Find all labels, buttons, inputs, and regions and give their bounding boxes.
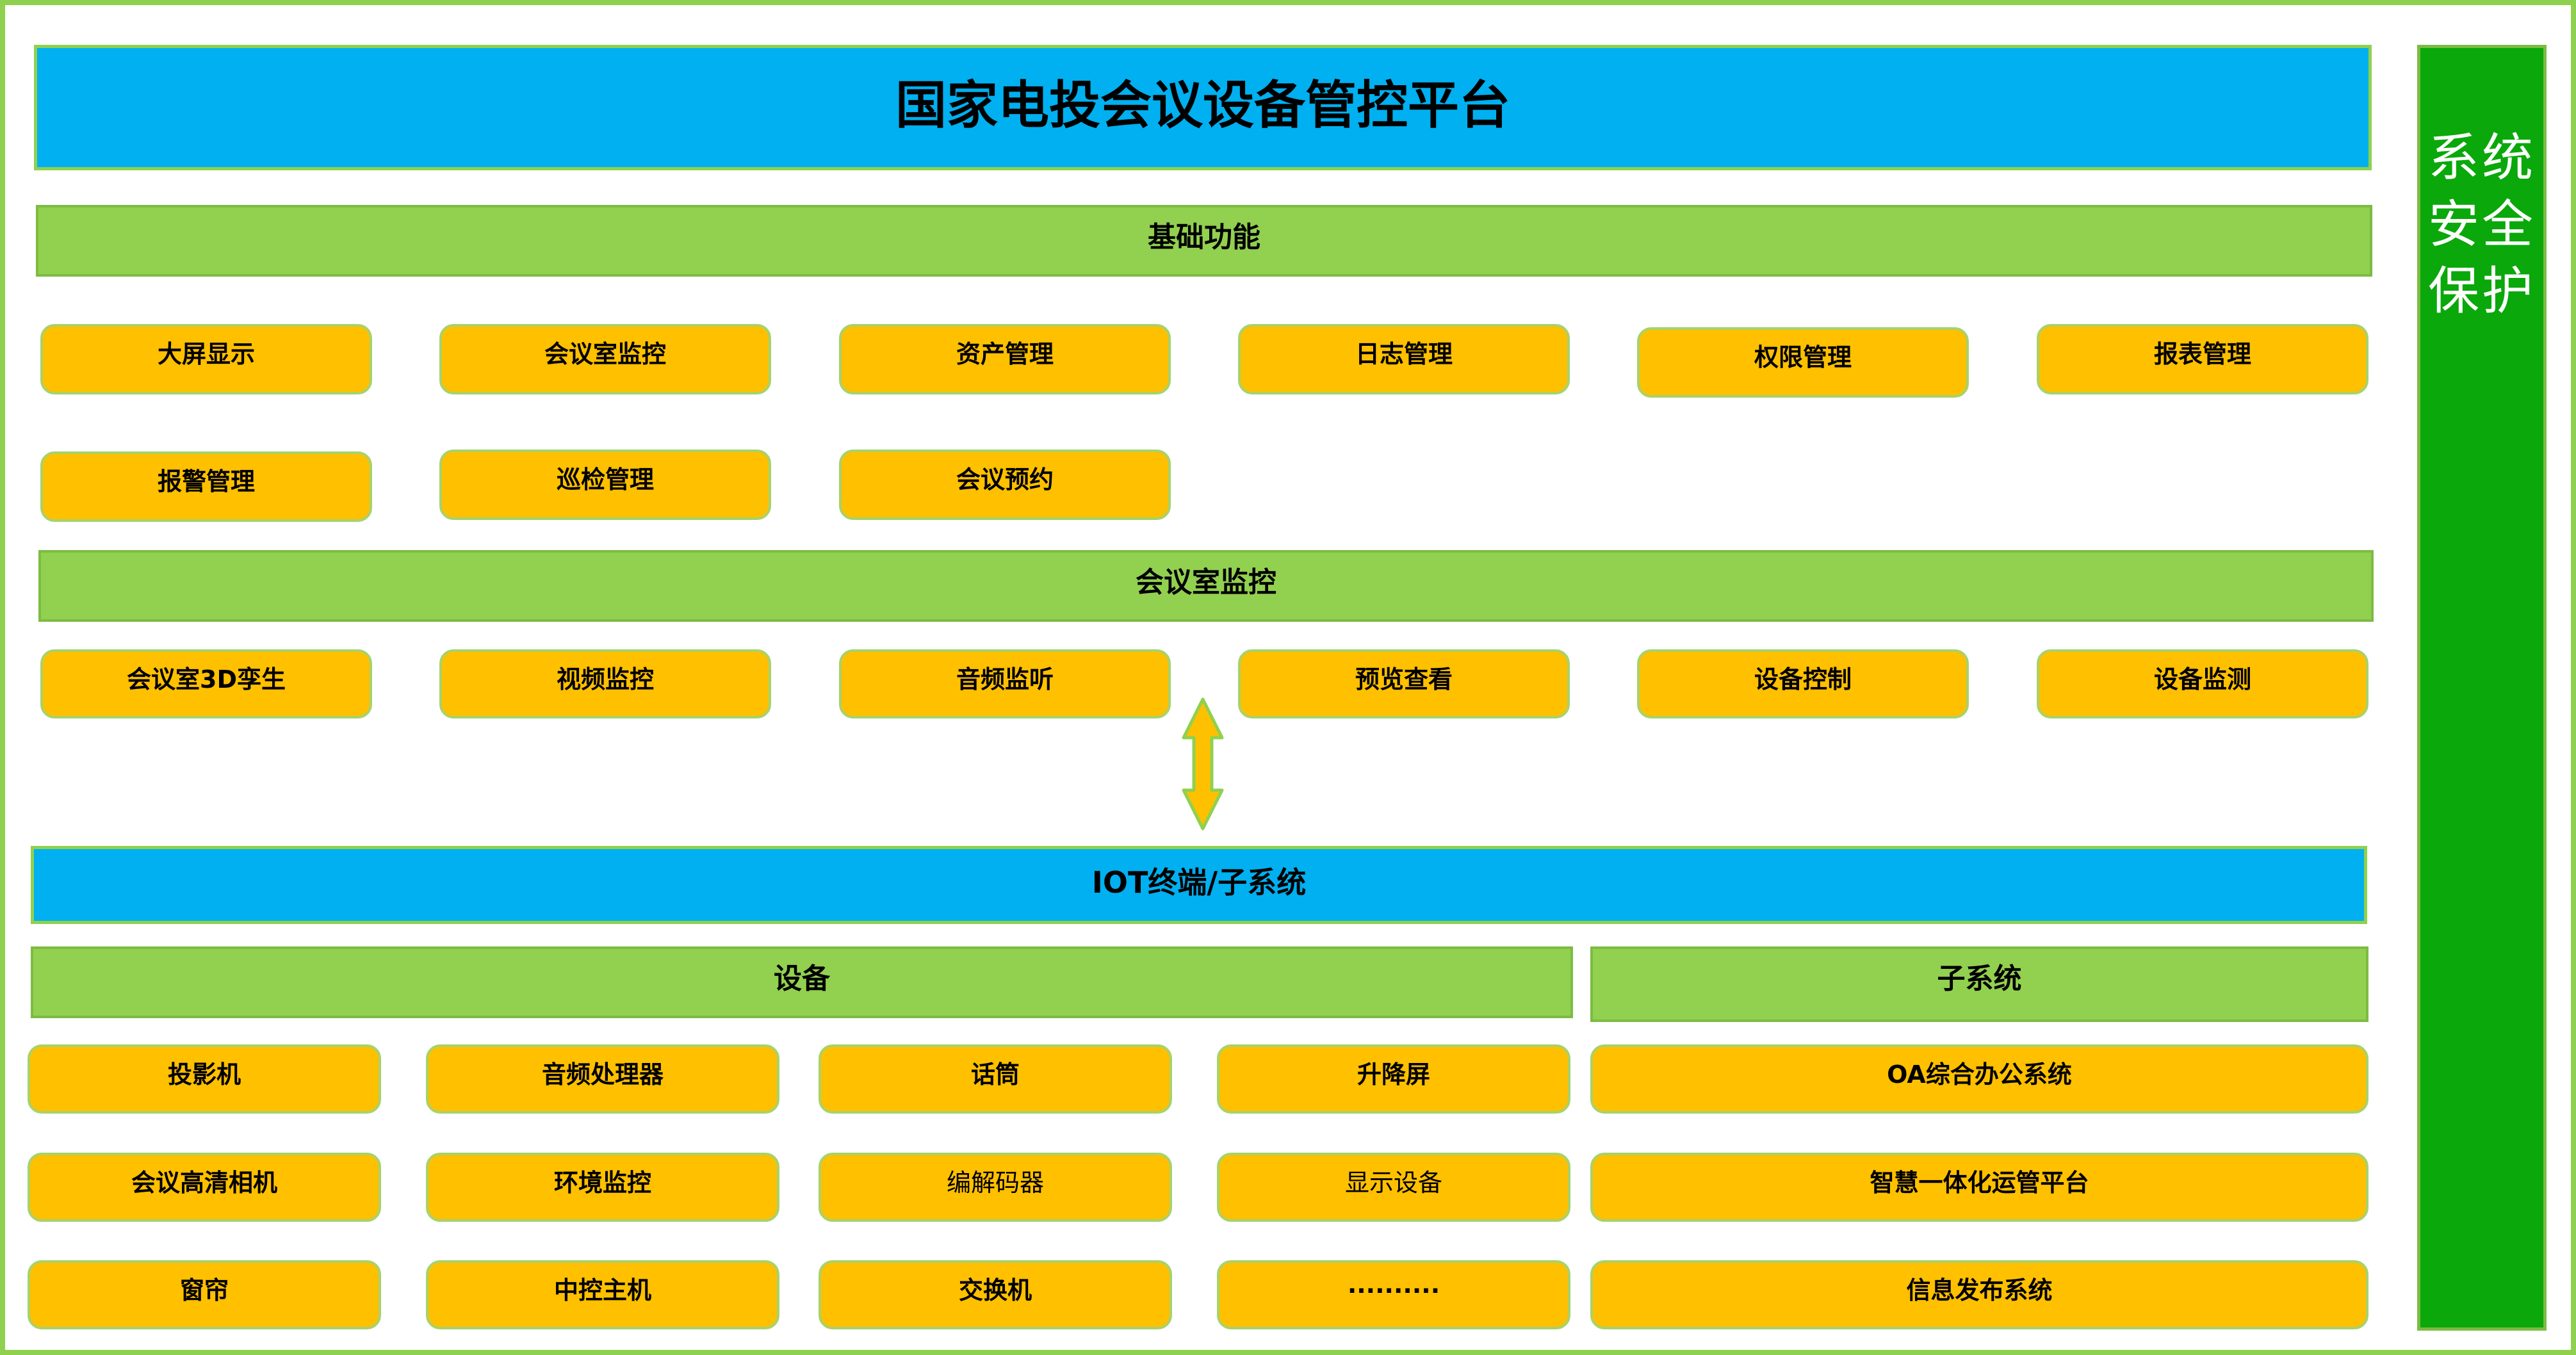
device-lift-screen: 升降屏 [1217,1044,1570,1114]
devices-header: 设备 [31,946,1573,1018]
basic-item-alarm-management: 报警管理 [40,451,372,522]
basic-item-label: 日志管理 [1355,340,1453,368]
device-label: 会议高清相机 [131,1169,277,1197]
basic-item-label: 会议室监控 [544,340,666,368]
device-hd-camera: 会议高清相机 [28,1153,381,1222]
devices-header-label: 设备 [774,962,830,995]
basic-item-label: 报表管理 [2153,340,2251,368]
subsystem-label: 智慧一体化运管平台 [1870,1169,2089,1197]
subsystem-info-publishing: 信息发布系统 [1590,1260,2368,1329]
device-display: 显示设备 [1217,1153,1570,1222]
subsystem-label: 信息发布系统 [1906,1276,2053,1304]
device-projector: 投影机 [28,1044,381,1114]
basic-item-label: 权限管理 [1754,343,1852,371]
monitor-item-label: 会议室3D孪生 [127,665,286,694]
basic-item-log-management: 日志管理 [1238,324,1570,394]
device-control-host: 中控主机 [426,1260,779,1329]
device-label: 环境监控 [553,1169,651,1197]
platform-title: 国家电投会议设备管控平台 [895,76,1510,135]
security-protection-label: 系统安全保护 [2428,128,2536,321]
device-label: 音频处理器 [541,1060,664,1089]
monitor-item-3d-twin: 会议室3D孪生 [40,649,372,718]
double-arrow-vertical-icon [1182,697,1224,831]
device-more: .......... [1217,1260,1570,1329]
subsystem-label: OA综合办公系统 [1887,1060,2072,1089]
basic-item-meeting-reservation: 会议预约 [839,450,1171,520]
device-switch: 交换机 [819,1260,1172,1329]
room-monitoring-header-label: 会议室监控 [1136,566,1276,599]
device-environment-monitor: 环境监控 [426,1153,779,1222]
subsystem-oa: OA综合办公系统 [1590,1044,2368,1114]
monitor-item-device-monitoring: 设备监测 [2037,649,2368,718]
device-label: .......... [1347,1270,1440,1299]
basic-functions-header-label: 基础功能 [1148,221,1260,254]
monitor-item-label: 设备监测 [2153,665,2251,694]
monitor-item-audio: 音频监听 [839,649,1171,718]
subsystem-operations-platform: 智慧一体化运管平台 [1590,1153,2368,1222]
basic-item-inspection-management: 巡检管理 [439,450,771,520]
device-curtain: 窗帘 [28,1260,381,1329]
device-label: 话筒 [970,1060,1020,1089]
security-protection-bar: 系统安全保护 [2417,45,2547,1331]
basic-functions-header: 基础功能 [36,205,2372,277]
monitor-item-label: 视频监控 [556,665,654,694]
basic-item-label: 巡检管理 [556,466,654,494]
basic-item-label: 报警管理 [157,467,255,496]
device-microphone: 话筒 [819,1044,1172,1114]
basic-item-label: 大屏显示 [157,340,255,368]
monitor-item-preview: 预览查看 [1238,649,1570,718]
monitor-item-label: 音频监听 [956,665,1054,694]
monitor-item-label: 设备控制 [1754,665,1852,694]
device-label: 投影机 [167,1060,241,1089]
device-label: 窗帘 [179,1276,229,1304]
monitor-item-label: 预览查看 [1355,665,1453,694]
device-label: 中控主机 [553,1276,651,1304]
device-audio-processor: 音频处理器 [426,1044,779,1114]
device-codec: 编解码器 [819,1153,1172,1222]
basic-item-label: 会议预约 [956,466,1054,494]
monitor-item-device-control: 设备控制 [1637,649,1969,718]
basic-item-permission-management: 权限管理 [1637,327,1969,398]
basic-item-label: 资产管理 [956,340,1054,368]
basic-item-report-management: 报表管理 [2037,324,2368,394]
device-label: 显示设备 [1344,1169,1442,1197]
monitor-item-video: 视频监控 [439,649,771,718]
iot-subsystem-band-label: IOT终端/子系统 [1091,865,1307,900]
device-label: 编解码器 [946,1169,1044,1197]
platform-title-band: 国家电投会议设备管控平台 [34,45,2372,170]
basic-item-room-monitoring: 会议室监控 [439,324,771,394]
device-label: 交换机 [958,1276,1032,1304]
device-label: 升降屏 [1357,1060,1430,1089]
subsystems-header-label: 子系统 [1937,962,2022,995]
basic-item-asset-management: 资产管理 [839,324,1171,394]
iot-subsystem-band: IOT终端/子系统 [31,846,2367,924]
subsystems-header: 子系统 [1590,946,2368,1022]
room-monitoring-header: 会议室监控 [38,550,2374,622]
basic-item-large-screen: 大屏显示 [40,324,372,394]
